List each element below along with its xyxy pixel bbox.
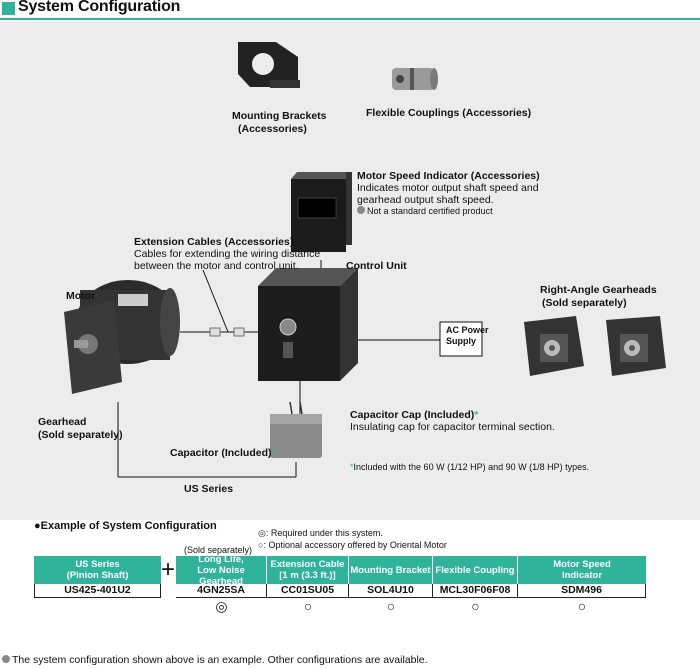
label-gearhead: Gearhead <box>38 416 87 428</box>
circle-icon: ○ <box>258 540 264 550</box>
bullet-icon: ● <box>34 520 41 532</box>
asterisk-mark: * <box>474 409 479 421</box>
footer-note: The system configuration shown above is … <box>2 654 428 666</box>
optional-mark: ○ <box>577 598 587 614</box>
label-ext-desc1: Cables for extending the wiring distance <box>134 248 321 260</box>
right-angle-gearhead-image-1 <box>524 316 584 376</box>
legend-optional: ○: Optional accessory offered by Orienta… <box>258 540 447 550</box>
note-bullet-icon <box>357 206 365 214</box>
optional-mark: ○ <box>471 598 480 614</box>
header-line1: Long Life, <box>198 553 244 565</box>
label-flexible-couplings: Flexible Couplings (Accessories) <box>366 107 532 119</box>
label-msi-desc2: gearhead output shaft speed. <box>357 194 494 206</box>
label-msi-desc1: Indicates motor output shaft speed and <box>357 182 539 194</box>
note-bullet-icon <box>2 655 10 663</box>
example-heading-text: Example of System Configuration <box>40 520 217 532</box>
speed-indicator-image <box>291 172 352 252</box>
label-extension-cables: Extension Cables (Accessories) <box>134 236 294 248</box>
page-title: System Configuration <box>18 0 181 15</box>
label-motor-speed-indicator: Motor Speed Indicator (Accessories) <box>357 170 540 182</box>
header-line2: (Pinion Shaft) <box>66 570 129 581</box>
part-number: SOL4U10 <box>349 584 433 598</box>
header-line2: Indicator <box>561 570 603 581</box>
part-number: US425-401U2 <box>34 584 161 598</box>
legend-required-text: Required under this system. <box>270 528 383 538</box>
right-angle-gearhead-image-2 <box>606 316 666 376</box>
column-header: Extension Cable[1 m (3.3 ft.)] <box>267 556 349 584</box>
label-gearhead-sub: (Sold separately) <box>38 429 123 441</box>
mounting-bracket-image <box>238 42 300 88</box>
label-us-series: US Series <box>184 483 234 495</box>
title-marker <box>2 2 15 15</box>
label-right-angle-gearheads: Right-Angle Gearheads <box>540 284 657 296</box>
title-bar: System Configuration <box>0 0 700 20</box>
label-sold-separately: (Sold separately) <box>184 545 253 555</box>
system-diagram: Mounting Brackets (Accessories) Flexible… <box>0 22 700 520</box>
part-number: 4GN25SA <box>176 584 267 598</box>
config-column-us-series: US Series(Pinion Shaft) US425-401U2 <box>34 556 161 598</box>
config-column-extension-cable: Extension Cable[1 m (3.3 ft.)] CC01SU05 … <box>267 556 349 614</box>
double-circle-icon: ◎ <box>258 528 266 538</box>
wiring-lines <box>117 260 440 478</box>
header-line1: Flexible Coupling <box>435 564 515 576</box>
part-number: CC01SU05 <box>267 584 349 598</box>
header-line2: [1 m (3.3 ft.)] <box>279 570 336 581</box>
asterisk-mark: * <box>350 462 354 472</box>
optional-mark: ○ <box>386 598 396 614</box>
label-capacitor-cap: Capacitor Cap (Included)* <box>350 409 478 422</box>
ac-power-box <box>439 321 483 357</box>
part-number: MCL30F06F08 <box>433 584 518 598</box>
column-header: Long Life,Low Noise Gearhead <box>176 553 267 587</box>
label-motor: Motor <box>66 290 96 302</box>
control-unit-image <box>258 268 358 381</box>
header-line2: Low Noise Gearhead <box>197 564 245 587</box>
cable-connectors <box>209 327 245 337</box>
column-header: Mounting Bracket <box>349 556 433 584</box>
header-line1: Mounting Bracket <box>350 564 431 576</box>
optional-mark: ○ <box>303 598 313 614</box>
label-right-angle-sub: (Sold separately) <box>542 297 627 309</box>
diagram-graphics <box>64 42 666 478</box>
capacitor-image <box>270 401 322 458</box>
label-ext-desc2: between the motor and control unit. <box>134 260 299 272</box>
included-note-text: Included with the 60 W (1/12 HP) and 90 … <box>353 462 590 472</box>
title-underline <box>0 18 700 20</box>
example-heading: ●Example of System Configuration <box>34 520 217 532</box>
config-column-mounting-bracket: Mounting Bracket SOL4U10 ○ <box>349 556 433 614</box>
label-ac-supply: Supply <box>446 336 477 346</box>
plus-icon: + <box>161 556 176 583</box>
legend-required: ◎: Required under this system. <box>258 528 383 538</box>
header-line1: Motor Speed <box>553 559 611 570</box>
msi-note-text: Not a standard certified product <box>367 206 493 216</box>
capacitor-text: Capacitor (Included) <box>170 447 272 459</box>
label-included-note: *Included with the 60 W (1/12 HP) and 90… <box>350 462 589 473</box>
label-mounting-brackets-sub: (Accessories) <box>238 123 307 135</box>
header-line1: US Series <box>75 559 120 570</box>
flexible-coupling-image <box>392 68 438 90</box>
label-msi-note: Not a standard certified product <box>357 206 493 217</box>
config-column-flexible-coupling: Flexible Coupling MCL30F06F08 ○ <box>433 556 518 614</box>
label-control-unit: Control Unit <box>346 260 407 272</box>
label-mounting-brackets: Mounting Brackets <box>232 110 327 122</box>
capacitor-cap-text: Capacitor Cap (Included) <box>350 409 475 421</box>
label-capacitor: Capacitor (Included)* <box>170 447 276 460</box>
label-capacitor-cap-desc: Insulating cap for capacitor terminal se… <box>350 421 555 433</box>
column-header: US Series(Pinion Shaft) <box>34 556 161 584</box>
config-column-gearhead: Long Life,Low Noise Gearhead 4GN25SA ◎ <box>176 553 267 615</box>
legend-optional-text: Optional accessory offered by Oriental M… <box>268 540 447 550</box>
footer-text: The system configuration shown above is … <box>12 654 428 666</box>
header-line1: Extension Cable <box>270 559 345 570</box>
column-header: Flexible Coupling <box>433 556 518 584</box>
asterisk-mark: * <box>271 447 276 459</box>
motor-image <box>64 280 180 394</box>
required-mark: ◎ <box>215 598 228 614</box>
label-ac-power: AC Power <box>446 325 489 335</box>
part-number: SDM496 <box>518 584 646 598</box>
